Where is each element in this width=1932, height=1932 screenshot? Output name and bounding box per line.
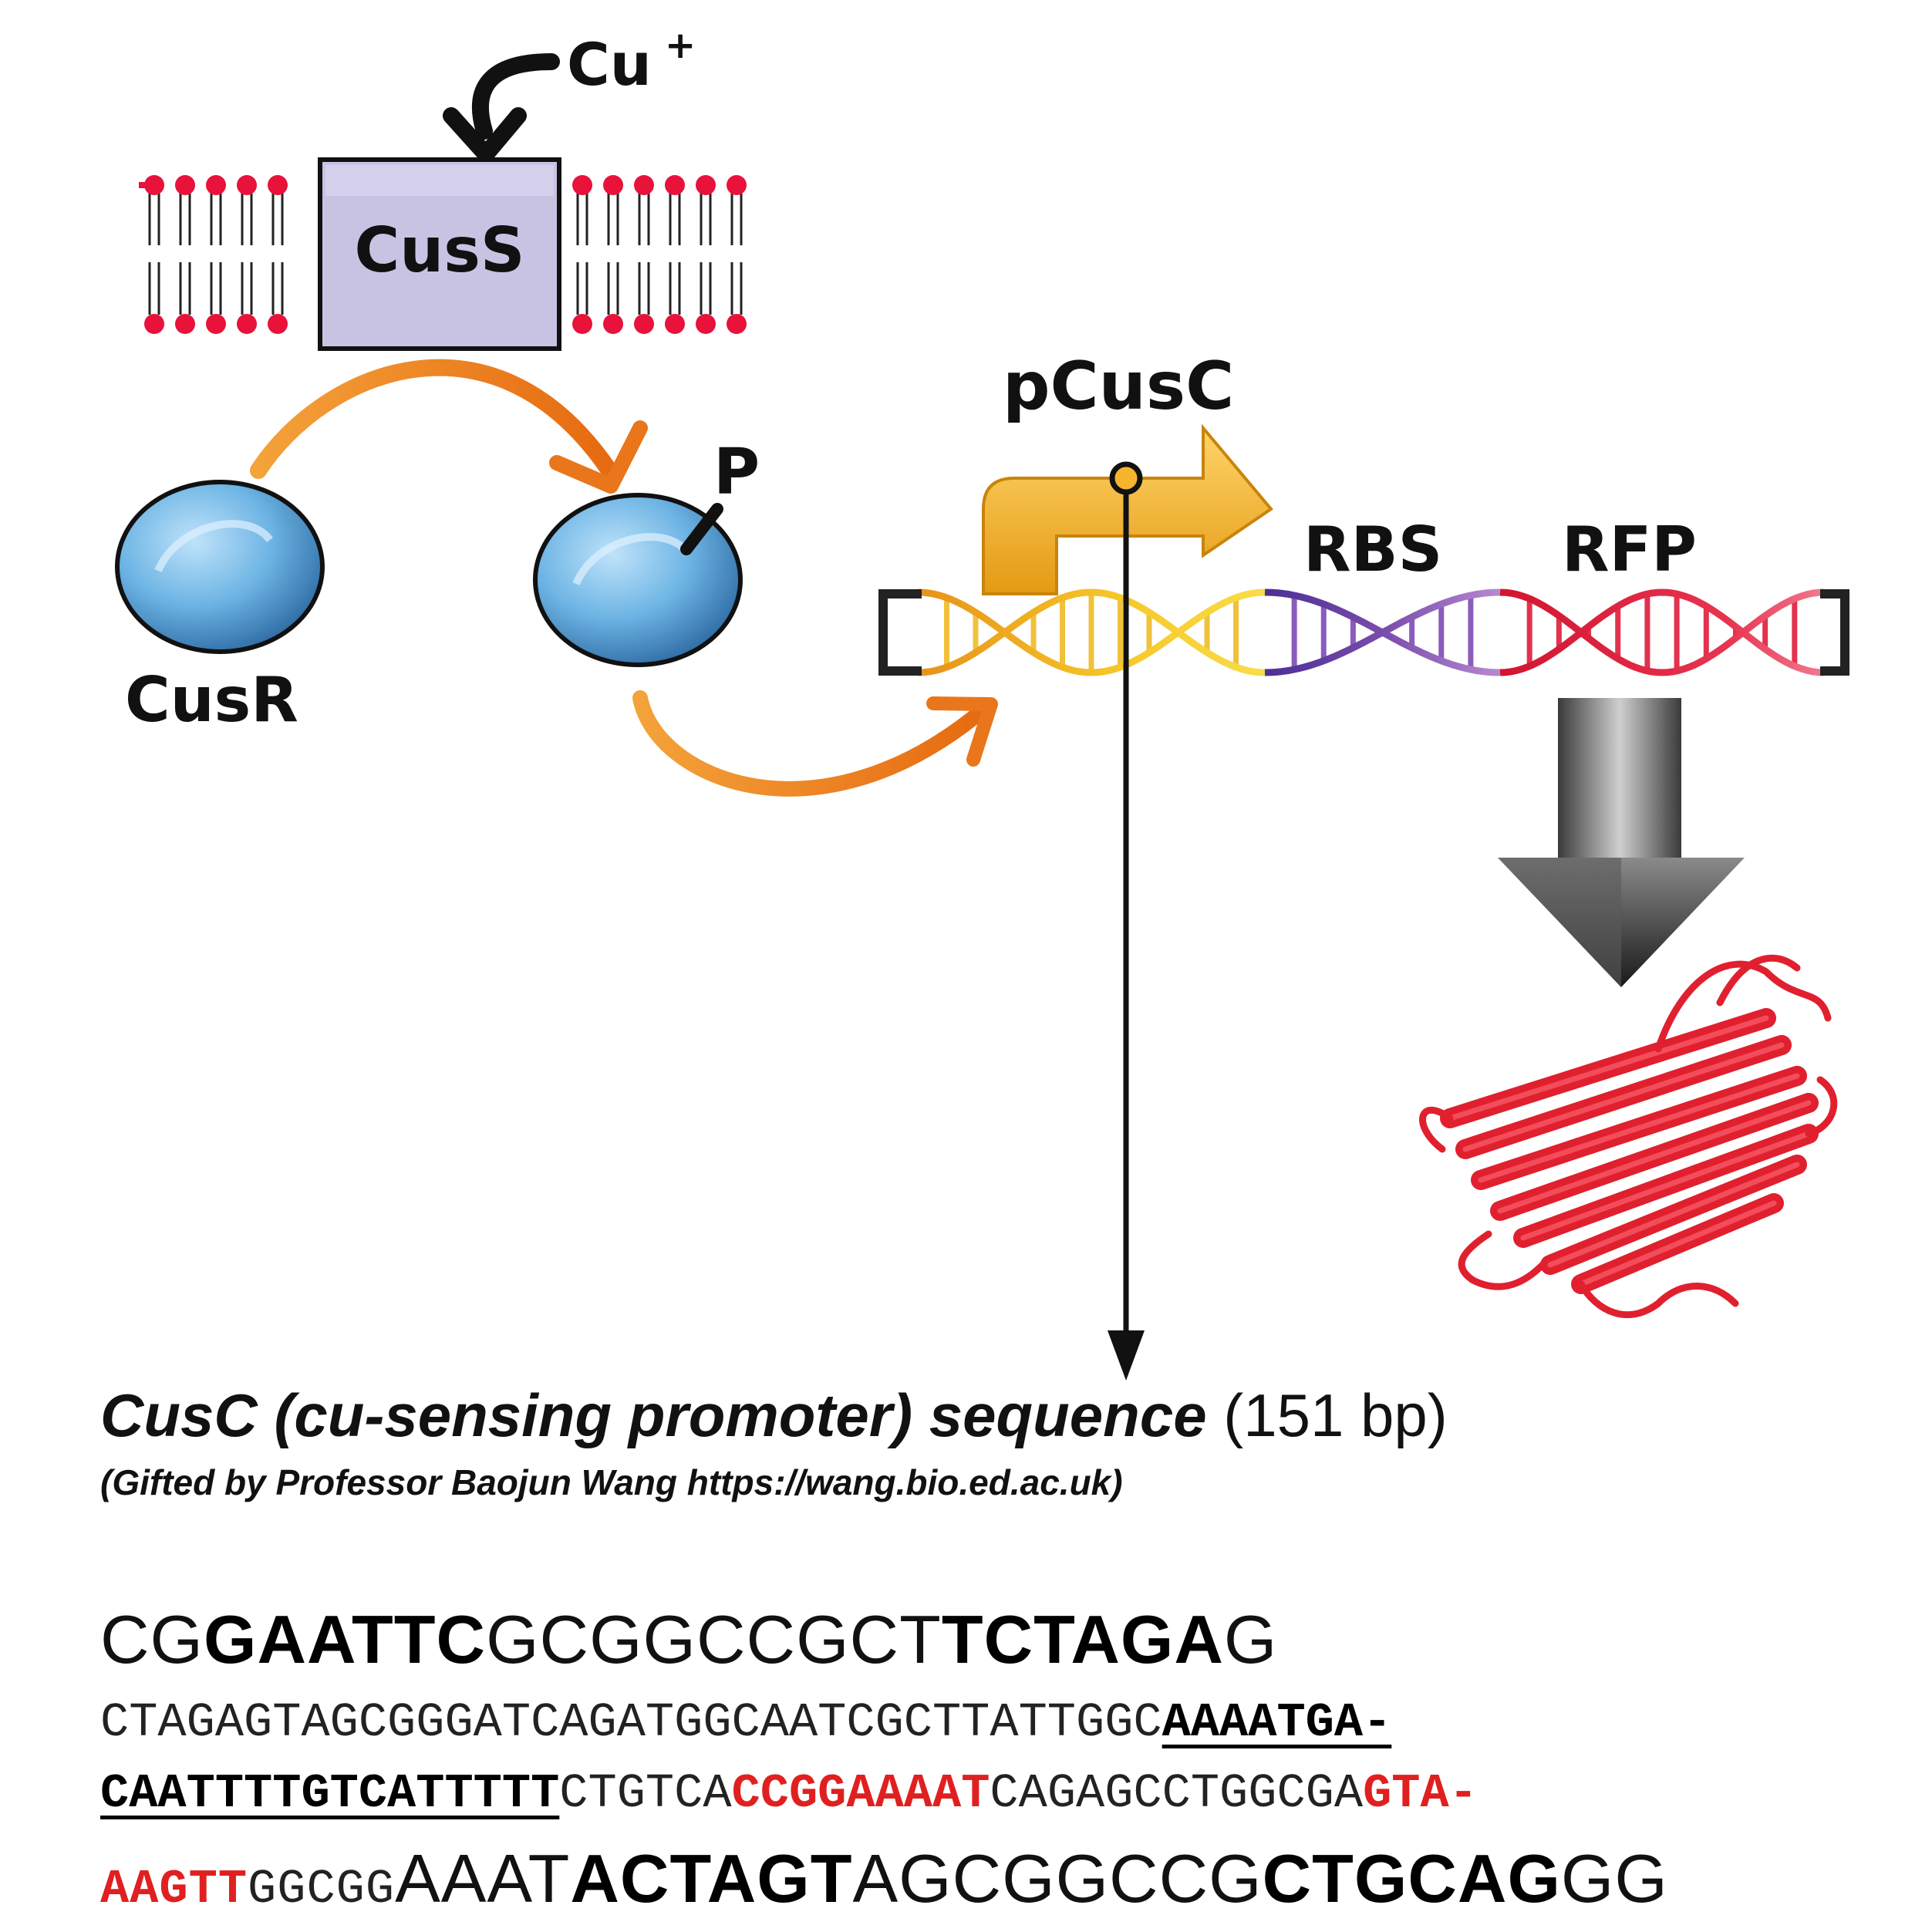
sequence-line-2: CTAGAGTAGCGGGATCAGATGGCAATCGCTTATTGGCAAA… bbox=[100, 1695, 1391, 1750]
sequence-line-4: AAGTTGGCGGAAATACTAGTAGCGGCCGCTGCAGGG bbox=[100, 1839, 1668, 1918]
sequence-segment-plain: CTGTCA bbox=[559, 1766, 732, 1821]
protein-loop bbox=[1458, 1230, 1546, 1290]
rbs-label: RBS bbox=[1303, 514, 1442, 585]
sequence-segment-plain: CG bbox=[100, 1601, 204, 1677]
sequence-segment-red: CCGGAAAAT bbox=[731, 1766, 990, 1821]
sequence-line-3: CAATTTTGTCATTTTTCTGTCACCGGAAAATCAGAGCCTG… bbox=[100, 1766, 1478, 1821]
sequence-segment-bold: GAATTC bbox=[204, 1601, 487, 1677]
dna-construct bbox=[878, 588, 1849, 676]
lipid bbox=[144, 175, 164, 334]
sequence-segment-plain: GCGGCCGCT bbox=[486, 1601, 942, 1677]
lipid bbox=[268, 175, 288, 334]
sequence-segment-plain: AAAT bbox=[395, 1840, 571, 1917]
sequence-pointer bbox=[1108, 461, 1145, 1381]
promoter-label: pCusC bbox=[1003, 348, 1234, 425]
sequence-line-1: CGGAATTCGCGGCCGCTTCTAGAG bbox=[100, 1600, 1277, 1679]
sequence-segment-plain: CTAGAGTAGCGGGATCAGATGGCAATCGCTTATTGGC bbox=[100, 1695, 1162, 1750]
protein-loop bbox=[1419, 1106, 1454, 1153]
lipid-bilayer bbox=[139, 175, 747, 334]
phosphate-label: P bbox=[713, 436, 760, 509]
copper-ion-label: Cu bbox=[567, 30, 652, 99]
sequence-segment-red: GTA- bbox=[1363, 1766, 1478, 1821]
sequence-line-4-mono-part: AAGTTGGCGG bbox=[100, 1862, 395, 1917]
rfp-protein-structure bbox=[1419, 954, 1838, 1319]
sequence-segment-plain: AGCGGCCG bbox=[852, 1840, 1263, 1917]
protein-loop bbox=[1654, 960, 1832, 1053]
lipid bbox=[634, 175, 654, 334]
cuss-protein bbox=[318, 157, 561, 351]
activation-arrow bbox=[632, 690, 998, 797]
sequence-segment-underline: AAAATGA- bbox=[1162, 1695, 1392, 1750]
lipid bbox=[727, 175, 747, 334]
sequence-segment-plain: GGCGG bbox=[248, 1862, 396, 1917]
copper-charge-label: + bbox=[665, 24, 696, 67]
cusr-label: CusR bbox=[125, 664, 298, 736]
rfp-label: RFP bbox=[1562, 514, 1697, 585]
expression-arrow bbox=[1498, 698, 1745, 987]
sequence-segment-bold: TCTAGA bbox=[941, 1601, 1224, 1677]
phosphorylation-arrow bbox=[250, 359, 648, 494]
protein-loop bbox=[1805, 1076, 1838, 1138]
copper-arrow bbox=[443, 53, 560, 163]
sequence-title: CusC (cu-sensing promoter) sequence bbox=[100, 1381, 1207, 1449]
sequence-segment-plain: CAGAGCCTGGCGA bbox=[990, 1766, 1364, 1821]
sequence-segment-red: AAGTT bbox=[100, 1862, 248, 1917]
cuss-label: CusS bbox=[355, 214, 525, 286]
sequence-segment-plain: G bbox=[1223, 1601, 1278, 1677]
protein-loop bbox=[1716, 954, 1801, 1006]
sequence-title-row: CusC (cu-sensing promoter) sequence (151… bbox=[100, 1381, 1448, 1451]
dna-segment bbox=[1499, 588, 1825, 676]
lipid bbox=[665, 175, 685, 334]
lipid bbox=[572, 175, 592, 334]
lipid bbox=[696, 175, 716, 334]
cusr-unphosphorylated bbox=[115, 480, 325, 654]
lipid bbox=[603, 175, 623, 334]
sequence-segment-bold: CTGCAG bbox=[1262, 1840, 1561, 1917]
protein-loop bbox=[1577, 1280, 1739, 1319]
lipid bbox=[175, 175, 195, 334]
sequence-line-4-sans-part: AAATACTAGTAGCGGCCGCTGCAGGG bbox=[395, 1840, 1668, 1917]
phosphate-bond bbox=[680, 503, 723, 555]
sequence-length: (151 bp) bbox=[1223, 1381, 1448, 1449]
sequence-segment-plain: GG bbox=[1560, 1840, 1668, 1917]
sequence-credit: (Gifted by Professor Baojun Wang https:/… bbox=[100, 1462, 1123, 1502]
lipid bbox=[206, 175, 226, 334]
dna-segment bbox=[917, 588, 1266, 676]
dna-segment bbox=[1264, 588, 1501, 676]
sequence-segment-bold: ACTAGT bbox=[570, 1840, 853, 1917]
sequence-segment-underline: CAATTTTGTCATTTTT bbox=[100, 1766, 560, 1821]
lipid bbox=[237, 175, 257, 334]
